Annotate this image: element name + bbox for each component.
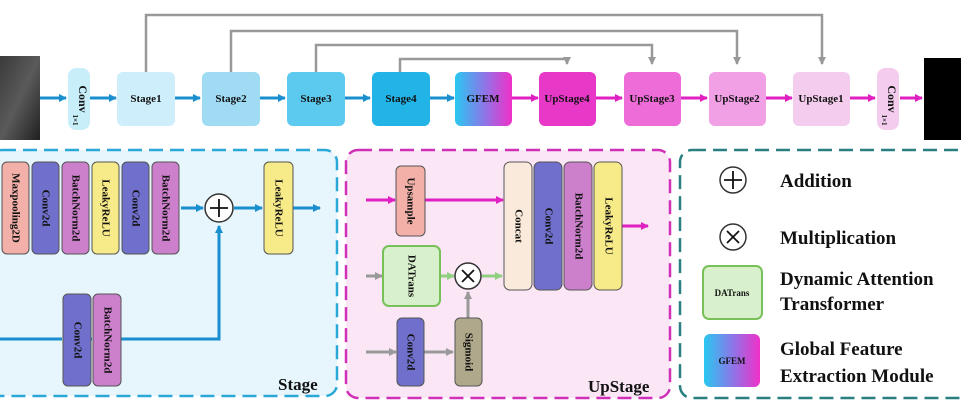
svg-text:BatchNorm2d: BatchNorm2d [159,175,171,242]
svg-text:BatchNorm2d: BatchNorm2d [69,175,81,242]
svg-text:Stage4: Stage4 [385,93,417,105]
upstage-concat: Concat [503,161,533,291]
svg-text:Maxpooling2D: Maxpooling2D [9,173,21,243]
legend-multiplication-label: Multiplication [780,228,897,249]
svg-text:Conv2d: Conv2d [39,190,51,227]
conv-in-sub: 1×1 [71,115,79,126]
svg-text:Stage2: Stage2 [215,93,247,105]
output-image [924,58,961,140]
upstage-sigmoid: Sigmoid [454,317,483,387]
svg-text:DATrans: DATrans [405,255,417,298]
svg-text:Conv2d: Conv2d [129,190,141,227]
legend-gfem-line2: Extraction Module [780,366,934,387]
upstage-conv2d-b: Conv2d [533,161,563,291]
stage-maxpool: Maxpooling2D [1,161,30,255]
skip-connections [144,13,826,72]
legend-gfem-line1: Global Feature [780,339,903,360]
stage-branch-batchnorm: BatchNorm2d [92,293,122,387]
upstage-datrans: DATrans [382,245,441,307]
upstage1-block: UpStage1 [793,72,850,126]
svg-text:UpStage2: UpStage2 [714,93,760,105]
stage-panel: Stage Maxpooling2D Conv2d BatchNorm2d Le… [0,148,339,398]
svg-text:BatchNorm2d: BatchNorm2d [572,193,584,260]
stage3-block: Stage3 [287,72,345,126]
stage1-block: Stage1 [117,72,175,126]
conv-in-block: Conv 1×1 [68,68,90,130]
stage-leakyrelu-a: LeakyReLU [91,161,120,255]
svg-text:UpStage4: UpStage4 [544,93,590,105]
legend-addition-label: Addition [780,171,852,192]
upstage-batchnorm: BatchNorm2d [563,161,593,291]
svg-text:Conv2d: Conv2d [404,334,416,371]
stage-batchnorm-a: BatchNorm2d [61,161,90,255]
upstage4-block: UpStage4 [539,72,596,126]
svg-text:Concat: Concat [512,209,524,243]
upstage-panel-title: UpStage [588,377,650,396]
svg-text:Conv2d: Conv2d [542,208,554,245]
stage-batchnorm-b: BatchNorm2d [151,161,180,255]
legend-datrans-icon: DATrans [715,288,750,298]
upstage-conv2d: Conv2d [396,317,425,387]
upstage-upsample: Upsample [395,165,426,237]
legend-gfem-icon: GFEM [719,356,747,366]
legend-addition: Addition [719,166,852,194]
stage-leakyrelu-out: LeakyReLU [263,161,294,255]
svg-text:Stage3: Stage3 [300,93,332,105]
svg-text:BatchNorm2d: BatchNorm2d [101,307,113,374]
legend-gfem: GFEM Global Feature Extraction Module [704,334,934,387]
upstage-leakyrelu: LeakyReLU [593,161,623,291]
conv-out-sub: 1×1 [880,115,888,126]
upstage-panel: UpStage Upsample DATrans [344,148,672,400]
svg-text:LeakyReLU: LeakyReLU [272,179,284,237]
svg-text:Stage1: Stage1 [130,93,161,105]
legend-panel: Addition Multiplication DATrans Dynamic … [678,148,961,400]
stage4-block: Stage4 [372,72,430,126]
conv-in-label: Conv [76,85,90,112]
legend-datrans-line2: Transformer [780,294,885,315]
stage-panel-title: Stage [278,375,318,394]
legend-datrans: DATrans Dynamic Attention Transformer [702,265,934,320]
stage-conv2d-a: Conv2d [31,161,60,255]
svg-text:LeakyReLU: LeakyReLU [602,197,614,255]
svg-text:GFEM: GFEM [467,93,501,105]
svg-text:UpStage1: UpStage1 [798,93,843,105]
upstage2-block: UpStage2 [709,72,766,126]
svg-text:LeakyReLU: LeakyReLU [99,179,111,237]
svg-text:Conv2d: Conv2d [71,322,83,359]
legend-multiplication: Multiplication [719,223,897,251]
svg-text:UpStage3: UpStage3 [629,93,675,105]
svg-text:Sigmoid: Sigmoid [462,333,474,372]
conv-out-block: Conv 1×1 [877,68,899,130]
upstage-multiply-node [454,262,482,290]
legend-datrans-line1: Dynamic Attention [780,269,934,290]
conv-out-label: Conv [885,85,899,112]
svg-text:Upsample: Upsample [404,177,416,224]
input-image [0,56,40,140]
upstage3-block: UpStage3 [624,72,681,126]
stage2-block: Stage2 [202,72,260,126]
stage-addition-node [204,193,234,223]
stage-branch-conv2d: Conv2d [62,293,92,387]
gfem-block: GFEM [455,72,512,126]
stage-conv2d-b: Conv2d [121,161,150,255]
